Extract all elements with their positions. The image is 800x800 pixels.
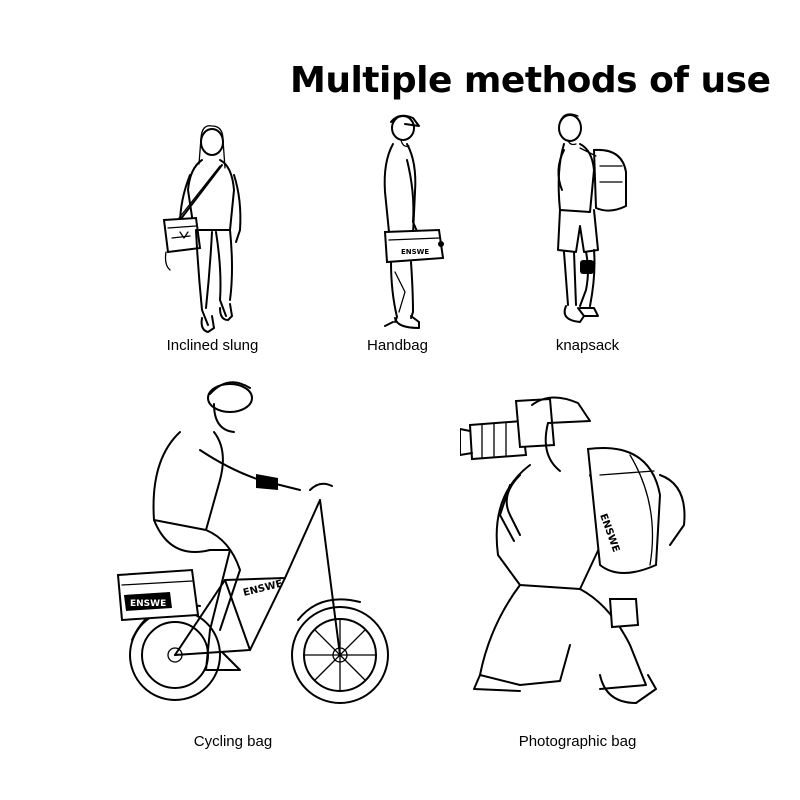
caption-knapsack: knapsack [555, 337, 620, 354]
person-inclined-slung-icon [162, 125, 242, 333]
caption-inclined-slung: Inclined slung [166, 337, 259, 354]
bag-brand-label: ENSWE [401, 248, 429, 256]
figure-handbag: ENSWE [375, 112, 455, 337]
caption-photographic-bag: Photographic bag [518, 733, 637, 750]
frame-brand-label: ENSWE [242, 578, 284, 598]
caption-handbag: Handbag [367, 337, 428, 354]
person-knapsack-icon [557, 113, 627, 323]
person-handbag-icon: ENSWE [383, 114, 445, 329]
cyclist-bicycle-bag-icon: ENSWE ENSWE [116, 381, 389, 704]
figure-knapsack [550, 110, 640, 335]
figure-cycling-bag: ENSWE ENSWE [110, 370, 395, 725]
figure-inclined-slung [150, 120, 260, 340]
caption-cycling-bag: Cycling bag [193, 733, 273, 750]
figure-photographic-bag: ENSWE [460, 385, 695, 710]
bag-brand-label: ENSWE [130, 599, 166, 609]
page-title: Multiple methods of use [290, 60, 771, 101]
photographer-backpack-icon: ENSWE [460, 396, 686, 704]
